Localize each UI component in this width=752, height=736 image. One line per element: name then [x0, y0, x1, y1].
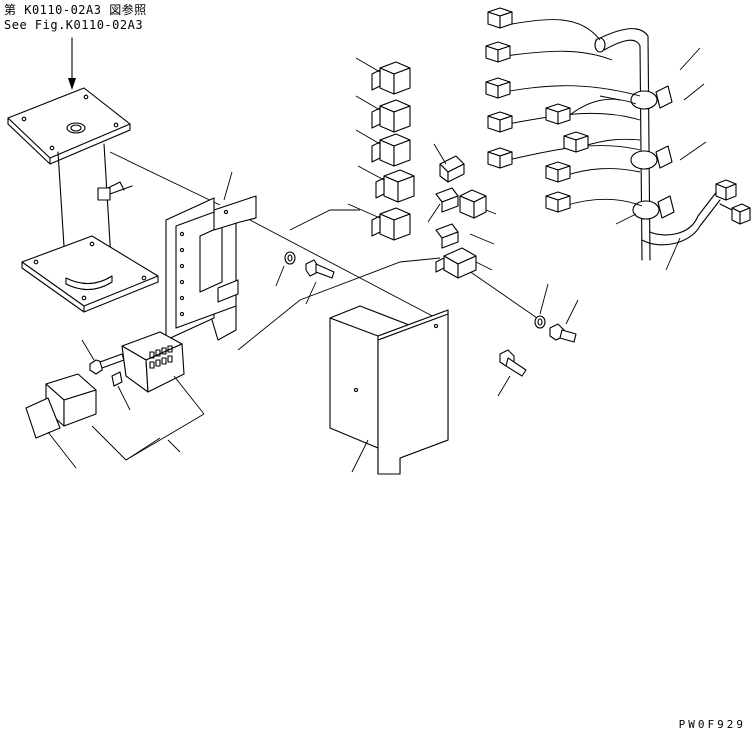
fuse-box-leader-group — [91, 413, 205, 461]
relay-4 — [357, 165, 415, 203]
relay-1 — [355, 57, 411, 95]
diode-2 — [427, 187, 459, 223]
connector-4 — [487, 111, 513, 133]
connector-10 — [715, 179, 737, 201]
connector-3 — [485, 77, 511, 99]
bolt-cover — [497, 349, 527, 397]
assembly-leader-lines — [109, 151, 541, 351]
drawing-code: PW0F929 — [678, 718, 746, 731]
fuse-box — [111, 331, 205, 415]
reference-arrow — [68, 37, 76, 90]
connector-2 — [485, 41, 511, 63]
relay-small-2 — [435, 247, 493, 279]
connector-9 — [545, 191, 571, 213]
connector-6 — [545, 103, 571, 125]
connector-8 — [545, 161, 571, 183]
relay-2 — [355, 95, 411, 133]
fuse-box-cover — [45, 373, 97, 427]
relay-cover — [329, 305, 449, 475]
connector-5 — [487, 147, 513, 169]
connector-7 — [563, 131, 589, 153]
relay-small-1 — [459, 189, 497, 219]
bolt-left — [81, 339, 125, 375]
relay-bracket — [165, 171, 257, 341]
washer-right — [534, 283, 549, 329]
label-plate — [25, 397, 77, 469]
mounting-pedestal — [7, 87, 159, 313]
relay-5 — [347, 203, 411, 241]
wiring-harness — [503, 19, 741, 271]
washer-center — [275, 251, 296, 287]
reference-note-english: See Fig.K0110-02A3 — [4, 18, 144, 32]
connector-11 — [731, 203, 751, 225]
bolt-center — [305, 259, 335, 305]
diode-3 — [435, 223, 495, 249]
connector-1 — [487, 7, 513, 29]
diode-1 — [433, 143, 465, 183]
reference-note-japanese: 第 K0110-02A3 図参照 — [4, 3, 147, 17]
relay-3 — [355, 129, 411, 167]
bolt-right — [549, 299, 579, 343]
